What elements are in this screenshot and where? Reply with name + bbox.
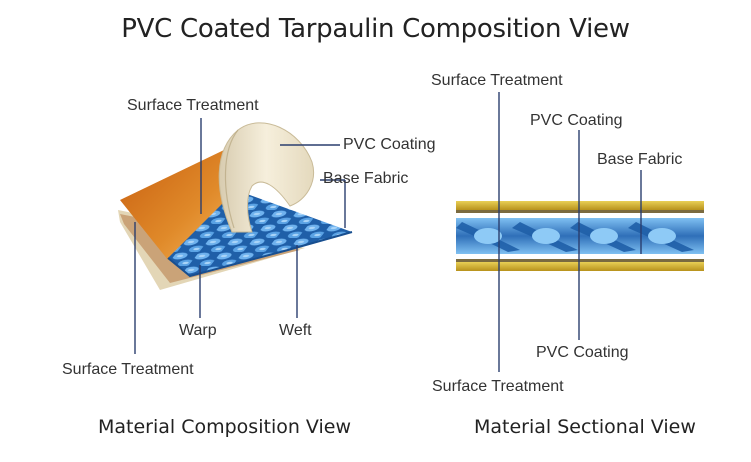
label-section-surface-treatment-top: Surface Treatment — [431, 72, 563, 89]
label-section-surface-treatment-bottom: Surface Treatment — [432, 378, 564, 395]
label-section-base-fabric: Base Fabric — [597, 151, 683, 168]
page-title: PVC Coated Tarpaulin Composition View — [121, 14, 630, 44]
label-base-fabric: Base Fabric — [323, 170, 409, 187]
label-pvc-coating: PVC Coating — [343, 136, 436, 153]
base-fabric-weave — [168, 190, 352, 276]
label-warp: Warp — [179, 322, 217, 339]
composition-leader-lines — [134, 118, 346, 354]
label-surface-treatment-top: Surface Treatment — [127, 97, 259, 114]
caption-composition-view: Material Composition View — [98, 416, 352, 438]
caption-sectional-view: Material Sectional View — [474, 416, 696, 438]
pvc-coating-curl — [218, 122, 314, 233]
label-surface-treatment-bottom: Surface Treatment — [62, 361, 194, 378]
bottom-surface-band — [456, 262, 704, 271]
label-section-pvc-coating-top: PVC Coating — [530, 112, 623, 129]
label-section-pvc-coating-bottom: PVC Coating — [536, 344, 629, 361]
sectional-leader-lines — [498, 92, 642, 372]
top-surface-band — [456, 201, 704, 210]
label-weft: Weft — [279, 322, 312, 339]
